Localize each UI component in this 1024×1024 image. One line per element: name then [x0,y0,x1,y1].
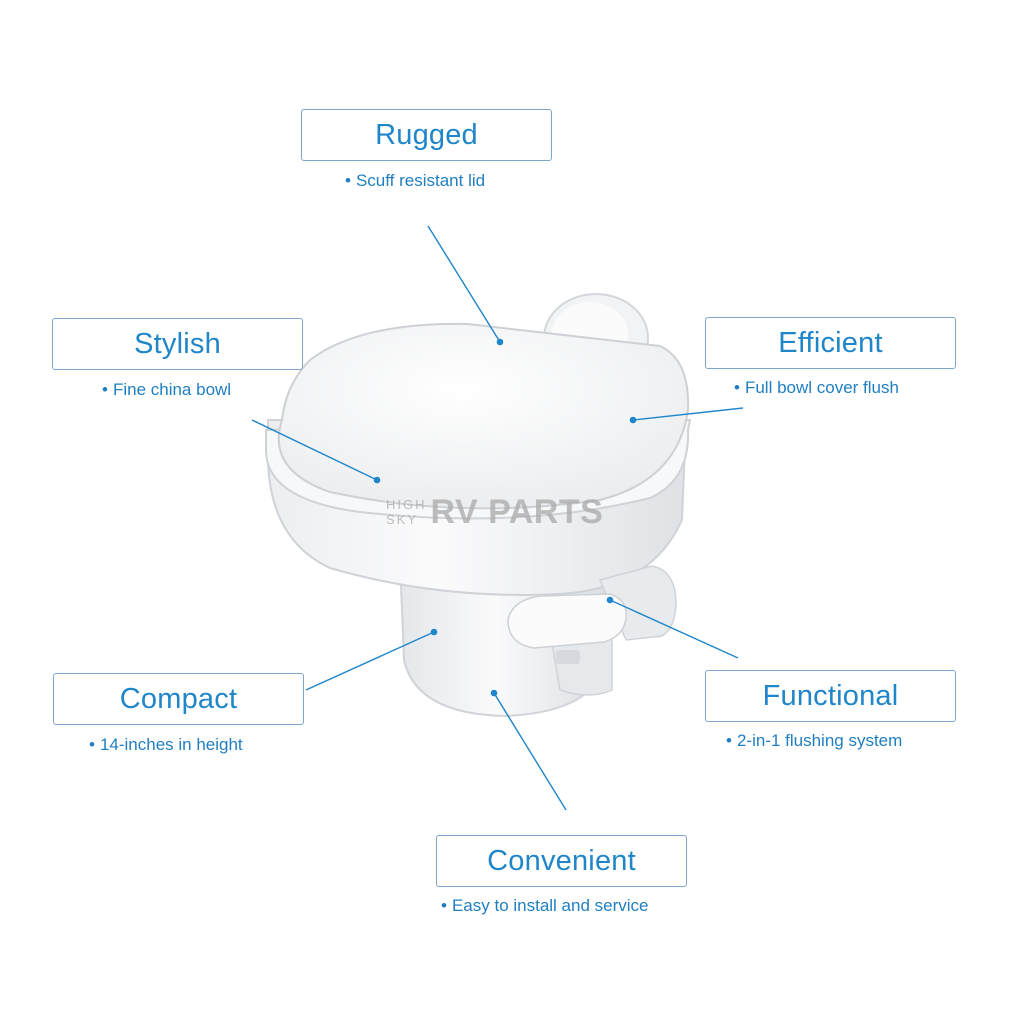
brand-watermark: HIGH SKY RV PARTS [386,492,604,531]
feature-desc-functional: •2-in-1 flushing system [726,731,903,750]
feature-desc-efficient-text: Full bowl cover flush [744,378,899,397]
feature-desc-efficient: •Full bowl cover flush [734,378,899,397]
feature-desc-stylish-text: Fine china bowl [112,380,232,399]
feature-title-convenient: Convenient [436,835,687,887]
feature-title-stylish: Stylish [52,318,303,370]
feature-title-functional: Functional [705,670,956,722]
feature-desc-compact-text: 14-inches in height [99,735,243,754]
feature-desc-compact: •14-inches in height [89,735,243,754]
toilet-lid [277,322,690,510]
callout-lines [251,225,744,811]
feature-title-efficient: Efficient [705,317,956,369]
feature-desc-convenient: •Easy to install and service [441,896,649,915]
feature-desc-functional-text: 2-in-1 flushing system [736,731,903,750]
feature-desc-rugged-text: Scuff resistant lid [355,171,486,190]
feature-desc-rugged: •Scuff resistant lid [345,171,486,190]
watermark-line2: SKY [386,512,419,527]
watermark-brand: RV PARTS [430,492,604,531]
feature-desc-convenient-text: Easy to install and service [451,896,649,915]
feature-title-rugged: Rugged [301,109,552,161]
watermark-line1: HIGH [386,497,427,512]
feature-title-compact: Compact [53,673,304,725]
feature-desc-stylish: •Fine china bowl [102,380,232,399]
